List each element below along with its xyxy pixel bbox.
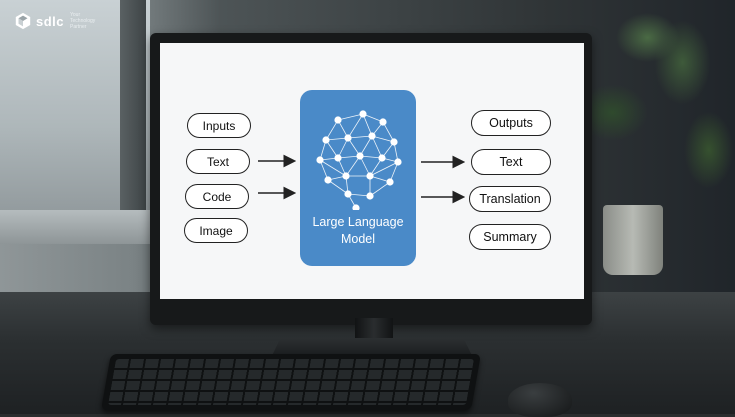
input-pill-text: Text	[186, 149, 250, 174]
input-pill-image: Image	[184, 218, 248, 243]
tagline-line-1: Your	[70, 12, 81, 18]
hexagon-cube-icon	[15, 12, 31, 30]
llm-box: Large Language Model	[300, 90, 416, 266]
llm-label-line-2: Model	[340, 232, 376, 246]
window-sill	[0, 210, 160, 244]
output-pill-text: Text	[471, 149, 551, 175]
neural-network-icon	[316, 110, 402, 210]
input-pill-inputs: Inputs	[187, 113, 251, 138]
output-pill-outputs: Outputs	[471, 110, 551, 136]
output-pill-summary: Summary	[469, 224, 551, 250]
plant-pot	[603, 205, 663, 275]
mouse	[508, 383, 572, 417]
brand-logo: sdlc Your Technology Partner	[14, 12, 115, 30]
tagline-line-2: Technology	[70, 18, 96, 24]
llm-label-line-1: Large Language	[312, 215, 404, 229]
tagline-line-3: Partner	[70, 24, 87, 30]
brand-tagline: Your Technology Partner	[70, 12, 115, 30]
input-pill-code: Code	[185, 184, 249, 209]
window-frame	[120, 0, 146, 235]
keyboard-keys	[107, 359, 475, 405]
brand-name: sdlc	[36, 13, 65, 29]
output-pill-translation: Translation	[469, 186, 551, 212]
keyboard	[101, 354, 481, 410]
llm-label: Large Language Model	[300, 214, 416, 248]
